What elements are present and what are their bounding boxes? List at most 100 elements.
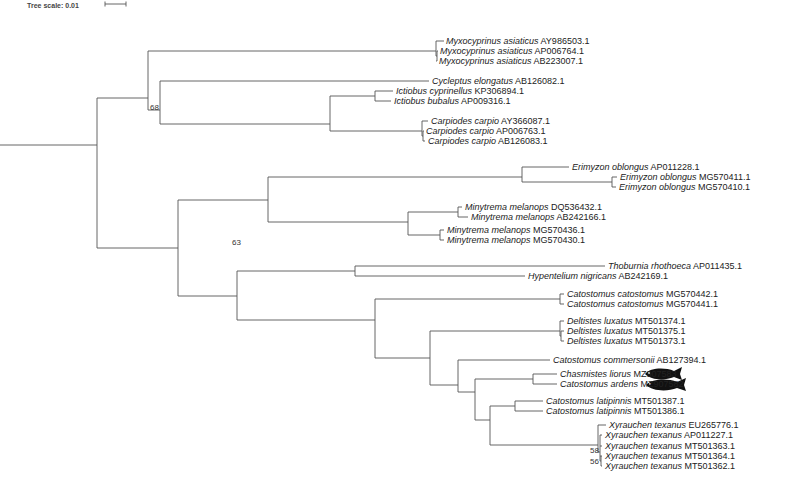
species-name: Ictiobus cyprinellus (396, 86, 472, 96)
accession-number: AB126082.1 (513, 76, 565, 86)
taxon-label: Catostomus latipinnis MT501387.1 (546, 396, 685, 407)
taxon-label: Xyrauchen texanus MT501362.1 (605, 461, 735, 472)
accession-number: AP009316.1 (459, 96, 511, 106)
accession-number: MT501387.1 (632, 396, 685, 406)
species-name: Catostomus latipinnis (546, 406, 632, 416)
taxon-label: Catostomus latipinnis MT501386.1 (546, 406, 685, 417)
species-name: Myxocyprinus asiaticus (446, 36, 539, 46)
accession-number: AB126083.1 (496, 136, 548, 146)
bootstrap-value: 58 (590, 445, 599, 456)
accession-number: AP011435.1 (691, 261, 742, 271)
taxon-label: Xyrauchen texanus AP011227.1 (605, 430, 733, 441)
accession-number: DQ536432.1 (549, 202, 603, 212)
taxon-label: Erimyzon oblongus MG570410.1 (619, 182, 750, 193)
species-name: Catostomus latipinnis (546, 396, 632, 406)
species-name: Deltistes luxatus (567, 316, 633, 326)
accession-number: KP306894.1 (472, 86, 524, 96)
accession-number: MT501373.1 (633, 336, 686, 346)
accession-number: AB242169.1 (617, 271, 669, 281)
taxon-label: Minytrema melanops MG570430.1 (447, 235, 585, 246)
taxon-label: Erimyzon oblongus MG570411.1 (620, 172, 750, 183)
species-name: Minytrema melanops (465, 202, 549, 212)
species-name: Catostomus catostomus (567, 289, 664, 299)
taxon-label: Deltistes luxatus MT501373.1 (567, 336, 686, 347)
species-name: Hypentelium nigricans (528, 271, 617, 281)
accession-number: MZ907583 (631, 369, 677, 379)
accession-number: AP011228.1 (649, 162, 700, 172)
taxon-label: Hypentelium nigricans AB242169.1 (528, 271, 668, 282)
accession-number: AP006763.1 (494, 126, 546, 136)
accession-number: AB223007.1 (532, 56, 584, 66)
species-name: Xyrauchen texanus (605, 441, 682, 451)
accession-number: MG570441.1 (664, 299, 719, 309)
accession-number: MT501364.1 (682, 451, 735, 461)
taxon-label: Chasmistes liorus MZ907583 (560, 369, 677, 380)
accession-number: MG570410.1 (696, 182, 751, 192)
accession-number: MG570411.1 (697, 172, 751, 182)
species-name: Erimyzon oblongus (572, 162, 649, 172)
species-name: Deltistes luxatus (567, 326, 633, 336)
species-name: Carpiodes carpio (426, 126, 494, 136)
species-name: Carpiodes carpio (428, 136, 496, 146)
species-name: Cycleptus elongatus (432, 76, 513, 86)
species-name: Deltistes luxatus (567, 336, 633, 346)
bootstrap-value: 68 (150, 102, 159, 113)
taxon-label: Ictiobus bubalus AP009316.1 (394, 96, 511, 107)
species-name: Catostomus catostomus (567, 299, 664, 309)
taxon-label: Myxocyprinus asiaticus AP006764.1 (440, 46, 584, 57)
accession-number: MG570436.1 (531, 225, 586, 235)
species-name: Ictiobus bubalus (394, 96, 459, 106)
species-name: Catostomus ardens (560, 379, 638, 389)
taxon-label: Carpiodes carpio AP006763.1 (426, 126, 546, 137)
taxon-label: Ictiobus cyprinellus KP306894.1 (396, 86, 524, 97)
taxon-label: Catostomus commersonii AB127394.1 (553, 355, 706, 366)
species-name: Catostomus commersonii (553, 355, 655, 365)
bootstrap-value: 63 (232, 237, 241, 248)
accession-number: MT501375.1 (633, 326, 686, 336)
taxon-label: Carpiodes carpio AB126083.1 (428, 136, 548, 147)
accession-number: MT501362.1 (682, 461, 735, 471)
accession-number: AB127394.1 (655, 355, 707, 365)
accession-number: MZ907582 (638, 379, 684, 389)
taxon-label: Xyrauchen texanus MT501364.1 (605, 451, 735, 462)
species-name: Thoburnia rhothoeca (608, 261, 691, 271)
species-name: Xyrauchen texanus (609, 420, 686, 430)
taxon-label: Cycleptus elongatus AB126082.1 (432, 76, 565, 87)
taxon-label: Catostomus catostomus MG570441.1 (567, 299, 718, 310)
taxon-label: Deltistes luxatus MT501375.1 (567, 326, 686, 337)
accession-number: AY986503.1 (539, 36, 590, 46)
accession-number: MT501363.1 (682, 441, 735, 451)
taxon-label: Minytrema melanops AB242166.1 (471, 212, 606, 223)
species-name: Erimyzon oblongus (620, 172, 697, 182)
accession-number: MT501374.1 (633, 316, 686, 326)
accession-number: AB242166.1 (555, 212, 607, 222)
taxon-label: Minytrema melanops MG570436.1 (447, 225, 585, 236)
taxon-label: Deltistes luxatus MT501374.1 (567, 316, 686, 327)
taxon-label: Minytrema melanops DQ536432.1 (465, 202, 602, 213)
taxon-label: Catostomus catostomus MG570442.1 (567, 289, 718, 300)
species-name: Minytrema melanops (447, 225, 531, 235)
accession-number: AP011227.1 (682, 430, 733, 440)
taxon-label: Erimyzon oblongus AP011228.1 (572, 162, 699, 173)
species-name: Chasmistes liorus (560, 369, 631, 379)
accession-number: MG570430.1 (531, 235, 586, 245)
taxon-label: Catostomus ardens MZ907582 (560, 379, 684, 390)
scale-label: Tree scale: 0.01 (27, 0, 79, 11)
taxon-label: Xyrauchen texanus MT501363.1 (605, 441, 735, 452)
species-name: Myxocyprinus asiaticus (439, 56, 532, 66)
accession-number: MT501386.1 (632, 406, 685, 416)
species-name: Minytrema melanops (471, 212, 555, 222)
species-name: Xyrauchen texanus (605, 430, 682, 440)
taxon-label: Xyrauchen texanus EU265776.1 (609, 420, 739, 431)
species-name: Minytrema melanops (447, 235, 531, 245)
accession-number: AP006764.1 (533, 46, 585, 56)
species-name: Myxocyprinus asiaticus (440, 46, 533, 56)
bootstrap-value: 56 (590, 456, 599, 467)
accession-number: MG570442.1 (664, 289, 719, 299)
accession-number: AY366087.1 (499, 116, 550, 126)
taxon-label: Myxocyprinus asiaticus AB223007.1 (439, 56, 583, 67)
accession-number: EU265776.1 (686, 420, 739, 430)
taxon-label: Carpiodes carpio AY366087.1 (431, 116, 550, 127)
species-name: Xyrauchen texanus (605, 461, 682, 471)
